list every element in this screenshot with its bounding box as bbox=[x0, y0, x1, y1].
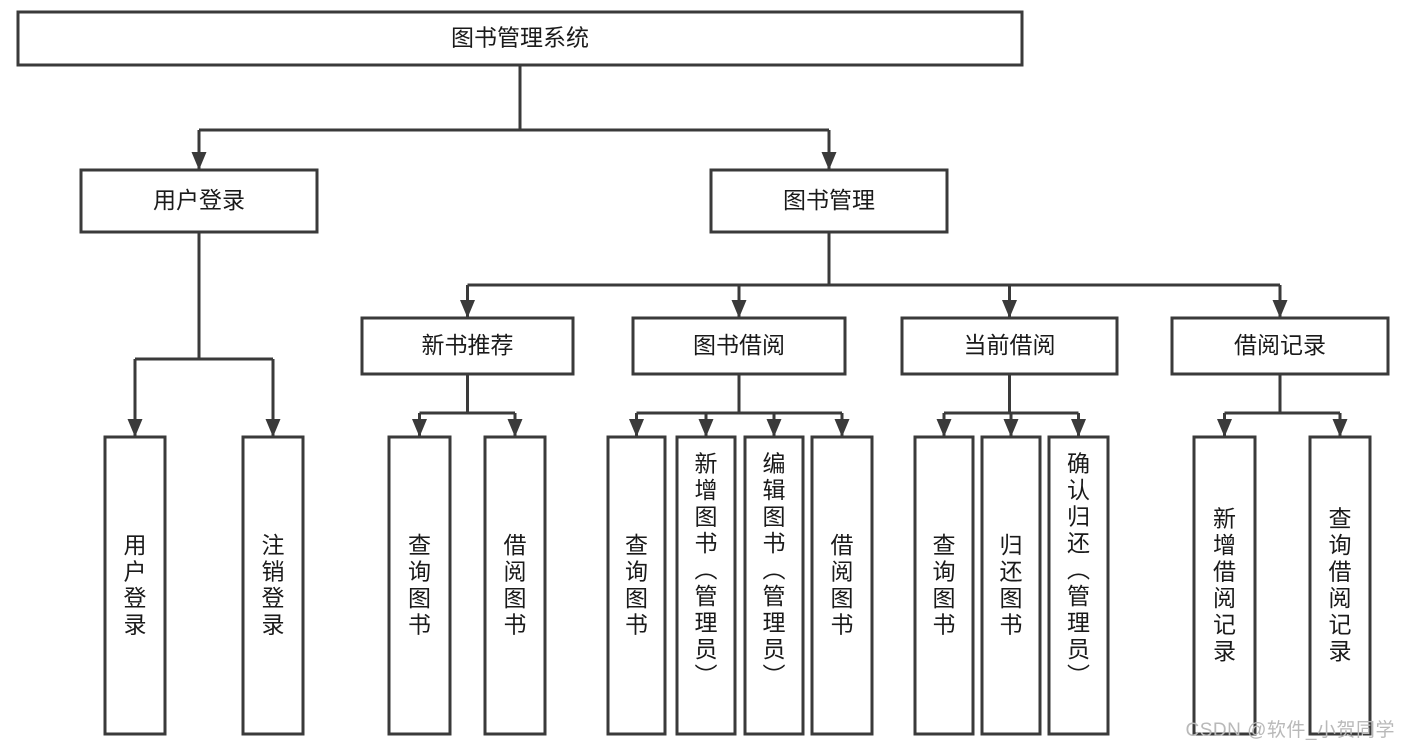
node-label-leaf-user-login: 用户登录 bbox=[124, 532, 147, 638]
node-label-leaf-add-borrow-record: 新增借阅记录 bbox=[1213, 506, 1236, 665]
node-borrow-record[interactable]: 借阅记录 bbox=[1170, 316, 1390, 376]
arrow-head-icon bbox=[766, 419, 782, 437]
node-label-leaf-add-book: 新增图书︵管理员︶ bbox=[695, 451, 718, 689]
node-box-user-login bbox=[79, 168, 319, 234]
node-box-leaf-confirm-return bbox=[1047, 435, 1110, 736]
edge-group-from-book-borrow bbox=[629, 374, 850, 437]
node-label-book-borrow: 图书借阅 bbox=[693, 332, 785, 358]
node-label-leaf-logout: 注销登录 bbox=[262, 532, 285, 638]
node-layer: 图书管理系统用户登录图书管理新书推荐图书借阅当前借阅借阅记录用户登录注销登录查询… bbox=[16, 10, 1390, 736]
node-leaf-add-book[interactable]: 新增图书︵管理员︶ bbox=[675, 435, 737, 736]
edge-group-from-root bbox=[191, 65, 837, 170]
arrow-head-icon bbox=[1003, 419, 1019, 437]
node-user-login[interactable]: 用户登录 bbox=[79, 168, 319, 234]
node-box-leaf-add-book bbox=[675, 435, 737, 736]
node-leaf-query-borrow-record[interactable]: 查询借阅记录 bbox=[1308, 435, 1372, 736]
node-label-current-borrow: 当前借阅 bbox=[964, 332, 1056, 358]
arrow-head-icon bbox=[731, 300, 747, 318]
csdn-watermark: CSDN @软件_小贺同学 bbox=[1185, 720, 1395, 741]
node-current-borrow[interactable]: 当前借阅 bbox=[900, 316, 1119, 376]
node-box-leaf-query-book-current bbox=[913, 435, 975, 736]
edge-group-from-user-login bbox=[127, 232, 281, 437]
node-label-leaf-query-book-recommend: 查询图书 bbox=[408, 532, 431, 638]
node-leaf-borrow-book-recommend[interactable]: 借阅图书 bbox=[483, 435, 547, 736]
node-label-root: 图书管理系统 bbox=[451, 25, 589, 51]
node-label-user-login: 用户登录 bbox=[153, 187, 245, 213]
edge-group-from-book-management bbox=[460, 232, 1288, 318]
node-box-leaf-add-borrow-record bbox=[1192, 435, 1257, 736]
arrow-head-icon bbox=[1272, 300, 1288, 318]
arrow-head-icon bbox=[191, 152, 207, 170]
arrow-head-icon bbox=[1217, 419, 1232, 437]
arrow-head-icon bbox=[1332, 419, 1348, 437]
node-leaf-query-book-current[interactable]: 查询图书 bbox=[913, 435, 975, 736]
node-book-management[interactable]: 图书管理 bbox=[709, 168, 949, 234]
arrow-head-icon bbox=[265, 419, 281, 437]
node-label-leaf-return-book: 归还图书 bbox=[1000, 532, 1023, 638]
node-new-book-recommend[interactable]: 新书推荐 bbox=[360, 316, 575, 376]
arrow-head-icon bbox=[834, 419, 850, 437]
node-box-leaf-user-login bbox=[103, 435, 167, 736]
arrow-head-icon bbox=[629, 419, 644, 437]
node-label-leaf-query-book-borrow: 查询图书 bbox=[625, 532, 648, 638]
node-label-leaf-confirm-return: 确认归还︵管理员︶ bbox=[1067, 451, 1090, 689]
arrow-head-icon bbox=[698, 419, 714, 437]
node-box-book-management bbox=[709, 168, 949, 234]
arrow-head-icon bbox=[936, 419, 952, 437]
edge-group-from-current-borrow bbox=[936, 374, 1086, 437]
node-leaf-edit-book[interactable]: 编辑图书︵管理员︶ bbox=[743, 435, 805, 736]
node-leaf-add-borrow-record[interactable]: 新增借阅记录 bbox=[1192, 435, 1257, 736]
node-label-borrow-record: 借阅记录 bbox=[1234, 332, 1326, 358]
arrow-head-icon bbox=[821, 152, 837, 170]
node-label-book-management: 图书管理 bbox=[783, 187, 875, 213]
node-box-borrow-record bbox=[1170, 316, 1390, 376]
node-label-leaf-query-borrow-record: 查询借阅记录 bbox=[1329, 506, 1352, 665]
node-box-book-borrow bbox=[631, 316, 847, 376]
node-box-current-borrow bbox=[900, 316, 1119, 376]
edge-group-from-borrow-record bbox=[1217, 374, 1348, 437]
node-label-leaf-query-book-current: 查询图书 bbox=[933, 532, 956, 638]
node-root[interactable]: 图书管理系统 bbox=[16, 10, 1024, 67]
node-leaf-confirm-return[interactable]: 确认归还︵管理员︶ bbox=[1047, 435, 1110, 736]
node-leaf-borrow-book[interactable]: 借阅图书 bbox=[810, 435, 874, 736]
node-box-root bbox=[16, 10, 1024, 67]
node-leaf-return-book[interactable]: 归还图书 bbox=[980, 435, 1042, 736]
node-box-new-book-recommend bbox=[360, 316, 575, 376]
node-box-leaf-query-book-borrow bbox=[606, 435, 667, 736]
node-box-leaf-logout bbox=[241, 435, 305, 736]
arrow-head-icon bbox=[127, 419, 143, 437]
arrow-head-icon bbox=[507, 419, 523, 437]
edge-group-from-new-book-recommend bbox=[412, 374, 523, 437]
node-label-leaf-borrow-book-recommend: 借阅图书 bbox=[504, 532, 527, 638]
node-box-leaf-edit-book bbox=[743, 435, 805, 736]
node-leaf-logout[interactable]: 注销登录 bbox=[241, 435, 305, 736]
edge-layer bbox=[127, 65, 1348, 437]
node-box-leaf-borrow-book-recommend bbox=[483, 435, 547, 736]
node-box-leaf-borrow-book bbox=[810, 435, 874, 736]
node-book-borrow[interactable]: 图书借阅 bbox=[631, 316, 847, 376]
node-label-leaf-edit-book: 编辑图书︵管理员︶ bbox=[763, 451, 786, 689]
arrow-head-icon bbox=[1002, 300, 1017, 318]
node-box-leaf-return-book bbox=[980, 435, 1042, 736]
node-leaf-query-book-borrow[interactable]: 查询图书 bbox=[606, 435, 667, 736]
arrow-head-icon bbox=[460, 300, 475, 318]
arrow-head-icon bbox=[1071, 419, 1086, 437]
node-label-leaf-borrow-book: 借阅图书 bbox=[831, 532, 854, 638]
node-leaf-query-book-recommend[interactable]: 查询图书 bbox=[387, 435, 452, 736]
arrow-head-icon bbox=[412, 419, 427, 437]
node-box-leaf-query-borrow-record bbox=[1308, 435, 1372, 736]
node-label-new-book-recommend: 新书推荐 bbox=[422, 332, 514, 358]
node-leaf-user-login[interactable]: 用户登录 bbox=[103, 435, 167, 736]
node-box-leaf-query-book-recommend bbox=[387, 435, 452, 736]
